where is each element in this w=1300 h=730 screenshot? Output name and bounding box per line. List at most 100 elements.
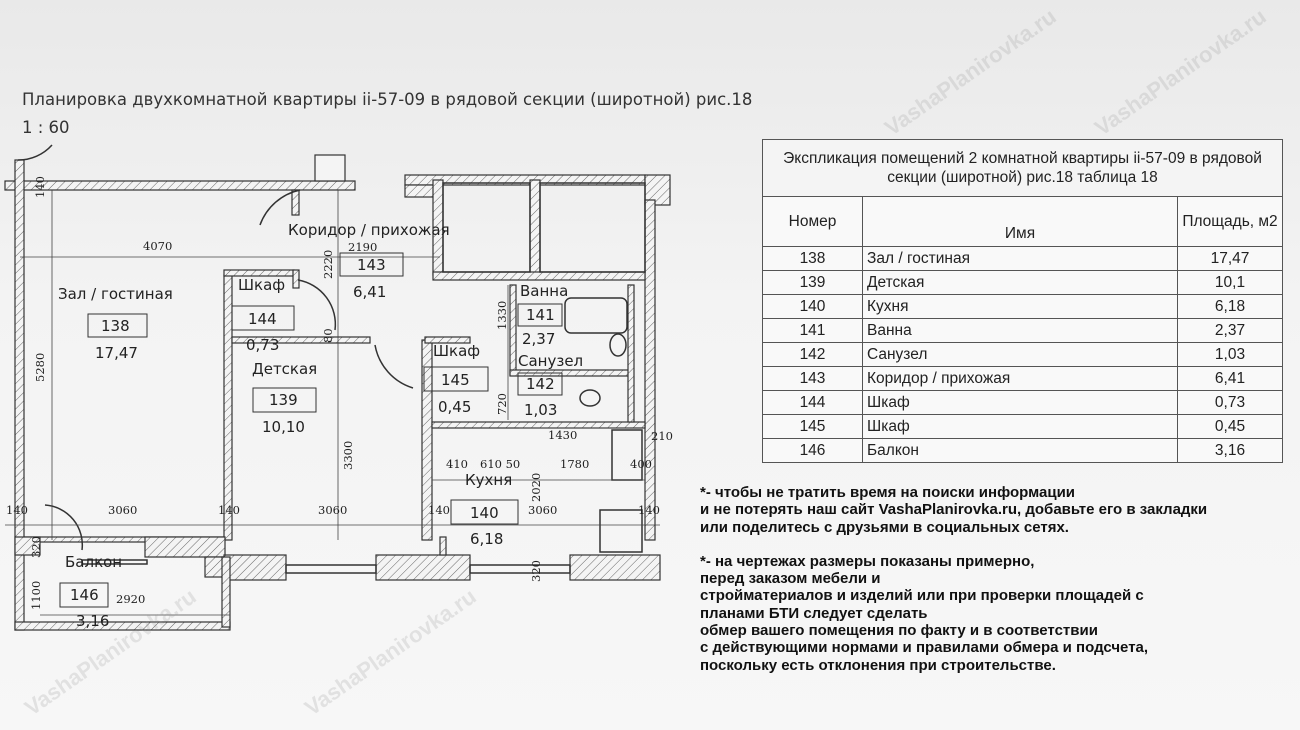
dim-label: 3060 bbox=[108, 503, 137, 517]
room-number-boxes bbox=[59, 252, 563, 608]
cell-name: Детская bbox=[862, 270, 1178, 295]
dimension-lines bbox=[5, 190, 660, 616]
room-number-142: 142 bbox=[526, 375, 555, 393]
kitchen-sink bbox=[611, 429, 643, 481]
dim-label: 140 bbox=[638, 503, 660, 517]
cell-number: 139 bbox=[762, 270, 863, 295]
watermark: VashaPlanirovka.ru bbox=[880, 3, 1061, 141]
cell-area: 6,41 bbox=[1177, 366, 1283, 391]
cell-number: 146 bbox=[762, 438, 863, 463]
room-area-145: 0,45 bbox=[438, 398, 471, 416]
cell-area: 6,18 bbox=[1177, 294, 1283, 319]
room-number-140: 140 bbox=[470, 504, 499, 522]
dim-label: 5280 bbox=[33, 353, 47, 382]
cell-number: 138 bbox=[762, 246, 863, 271]
cell-area: 2,37 bbox=[1177, 318, 1283, 343]
room-number-143: 143 bbox=[357, 256, 386, 274]
dim-label: 140 bbox=[33, 176, 47, 198]
room-name-139: Детская bbox=[252, 360, 317, 378]
room-number-145: 145 bbox=[441, 371, 470, 389]
dim-label: 140 bbox=[6, 503, 28, 517]
room-area-144: 0,73 bbox=[246, 336, 279, 354]
room-number-146: 146 bbox=[70, 586, 99, 604]
dim-label: 3300 bbox=[341, 441, 355, 470]
dim-label: 2220 bbox=[321, 250, 335, 279]
column-header-area: Площадь, м2 bbox=[1177, 196, 1283, 247]
dim-label: 4070 bbox=[143, 239, 172, 253]
cell-name: Коридор / прихожая bbox=[862, 366, 1178, 391]
cell-name: Шкаф bbox=[862, 414, 1178, 439]
dim-label: 1780 bbox=[560, 457, 589, 471]
room-area-142: 1,03 bbox=[524, 401, 557, 419]
table-caption: Экспликация помещений 2 комнатной кварти… bbox=[762, 139, 1283, 197]
room-area-139: 10,10 bbox=[262, 418, 305, 436]
note-bookmark: *- чтобы не тратить время на поиски инфо… bbox=[700, 484, 1208, 536]
room-area-146: 3,16 bbox=[76, 612, 109, 630]
dim-label: 1330 bbox=[495, 301, 509, 330]
cell-name: Ванна bbox=[862, 318, 1178, 343]
room-area-140: 6,18 bbox=[470, 530, 503, 548]
room-name-142: Санузел bbox=[518, 352, 583, 370]
cell-area: 1,03 bbox=[1177, 342, 1283, 367]
dim-label: 400 bbox=[630, 457, 652, 471]
toilet bbox=[579, 389, 601, 407]
cell-number: 140 bbox=[762, 294, 863, 319]
column-header-name: Имя bbox=[862, 196, 1178, 247]
plan-title: Планировка двухкомнатной квартиры ii-57-… bbox=[22, 90, 753, 109]
dim-label: 140 bbox=[428, 503, 450, 517]
cell-number: 143 bbox=[762, 366, 863, 391]
cell-name: Зал / гостиная bbox=[862, 246, 1178, 271]
plan-scale: 1 : 60 bbox=[22, 118, 70, 137]
dim-label: 320 bbox=[29, 536, 43, 558]
cell-area: 0,73 bbox=[1177, 390, 1283, 415]
dim-label: 3060 bbox=[318, 503, 347, 517]
interior-outlines bbox=[17, 144, 646, 574]
dim-label: 3060 bbox=[528, 503, 557, 517]
floor-plan: Зал / гостиная 138 17,47 Детская 139 10,… bbox=[4, 144, 673, 631]
room-area-141: 2,37 bbox=[522, 330, 555, 348]
sink bbox=[609, 333, 627, 357]
dim-label: 1430 bbox=[548, 428, 577, 442]
cell-area: 10,1 bbox=[1177, 270, 1283, 295]
cell-number: 144 bbox=[762, 390, 863, 415]
room-area-138: 17,47 bbox=[95, 344, 138, 362]
room-name-145: Шкаф bbox=[433, 342, 480, 360]
room-name-146: Балкон bbox=[65, 553, 122, 571]
cell-name: Кухня bbox=[862, 294, 1178, 319]
cell-area: 0,45 bbox=[1177, 414, 1283, 439]
cell-number: 141 bbox=[762, 318, 863, 343]
watermark: VashaPlanirovka.ru bbox=[1090, 3, 1271, 141]
cell-area: 17,47 bbox=[1177, 246, 1283, 271]
dim-label: 2920 bbox=[116, 592, 145, 606]
column-header-number: Номер bbox=[762, 196, 863, 247]
walls bbox=[4, 154, 671, 631]
room-name-141: Ванна bbox=[520, 282, 568, 300]
explication-table: Экспликация помещений 2 комнатной кварти… bbox=[762, 139, 1283, 463]
room-number-144: 144 bbox=[248, 310, 277, 328]
dim-label: 1100 bbox=[29, 581, 43, 610]
room-name-140: Кухня bbox=[465, 471, 512, 489]
dim-label: 210 bbox=[651, 429, 673, 443]
cell-area: 3,16 bbox=[1177, 438, 1283, 463]
bathtub bbox=[564, 297, 628, 334]
cell-name: Шкаф bbox=[862, 390, 1178, 415]
note-dimensions: *- на чертежах размеры показаны примерно… bbox=[700, 552, 1149, 674]
dim-label: 80 bbox=[321, 328, 335, 343]
cell-number: 145 bbox=[762, 414, 863, 439]
room-name-138: Зал / гостиная bbox=[58, 285, 173, 303]
dim-label: 140 bbox=[218, 503, 240, 517]
dim-label: 2190 bbox=[348, 240, 377, 254]
room-number-139: 139 bbox=[269, 391, 298, 409]
dimension-labels: 140 4070 2190 2220 5280 80 3300 1330 720… bbox=[6, 176, 673, 610]
cell-name: Санузел bbox=[862, 342, 1178, 367]
dim-label: 610 50 bbox=[480, 457, 520, 471]
